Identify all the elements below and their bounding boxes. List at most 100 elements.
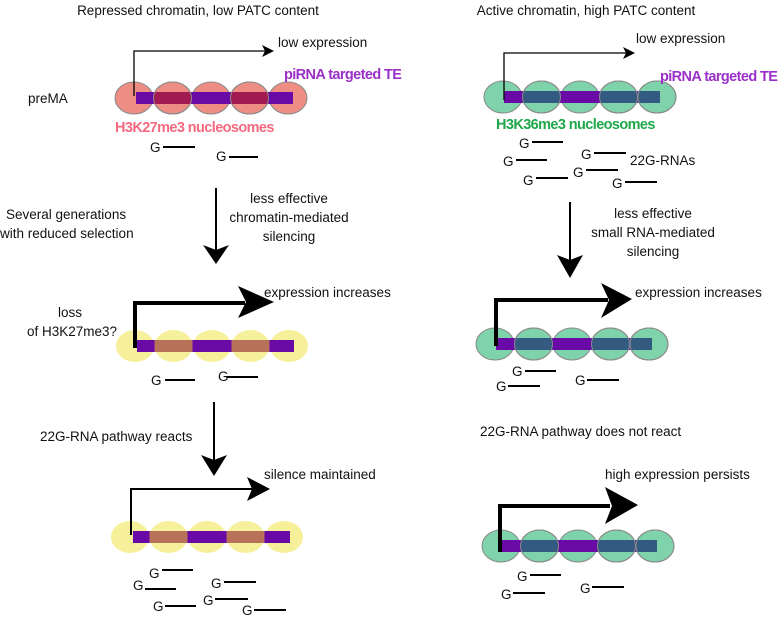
- nucleosome-outline: [520, 529, 559, 563]
- small-rna-g: G: [612, 176, 623, 191]
- nucleosome-outline: [514, 327, 553, 361]
- nucleosome-row: [116, 330, 308, 362]
- transcription-arrow: [133, 45, 274, 96]
- small-rna-g: G: [501, 587, 512, 602]
- arrowhead-icon: [601, 283, 632, 318]
- nucleosome-overlap: [638, 91, 660, 103]
- left-panel-3: silence maintained G G G G G G: [111, 467, 376, 617]
- small-rna-g: G: [512, 364, 523, 379]
- arrowhead-icon: [238, 286, 274, 318]
- down-arrow-icon: [203, 245, 229, 264]
- right-step-2: 22G-RNA pathway does not react: [480, 424, 681, 439]
- down-arrow-icon: [557, 255, 583, 278]
- left-panel-1: preMA low expression piRNA targeted TE H…: [28, 35, 403, 164]
- nucleosome: [111, 521, 149, 553]
- nucleosome-overlap: [231, 340, 270, 352]
- transcription-arrow-bold: [133, 286, 274, 348]
- small-rna-g: G: [242, 603, 253, 617]
- prema-label: preMA: [28, 91, 68, 106]
- small-rna-g: G: [216, 149, 227, 164]
- arrowhead-icon: [605, 487, 638, 524]
- small-rna-g: G: [150, 140, 161, 155]
- small-rna-g: G: [153, 599, 164, 614]
- arrowhead-icon: [247, 477, 270, 501]
- small-rna-group: G G: [150, 140, 258, 164]
- expression-label: low expression: [636, 31, 725, 46]
- nucleosome-outline: [522, 80, 561, 114]
- small-rna-g: G: [151, 373, 162, 388]
- small-rna-g: G: [517, 569, 528, 584]
- step-side-label: with reduced selection: [0, 226, 134, 241]
- nucleosome-overlap: [522, 91, 561, 103]
- nucleosome-overlap: [154, 340, 193, 352]
- nucleosome-row: [483, 80, 677, 114]
- nucleosome-outline: [635, 529, 675, 563]
- step-arrow-label: less effective: [250, 191, 328, 206]
- small-rna-g: G: [503, 154, 514, 169]
- nucleosome-row: [475, 327, 669, 361]
- nucleosome-overlap: [230, 92, 269, 104]
- left-step-2: 22G-RNA pathway reacts: [40, 402, 227, 476]
- nucleosome-outline: [629, 327, 669, 361]
- right-panel-2: expression increases G G G: [475, 283, 762, 394]
- right-step-1: less effective small RNA-mediated silenc…: [557, 202, 715, 278]
- small-rna-g: G: [580, 581, 591, 596]
- nucleosome-overlap: [636, 540, 657, 552]
- nucleosome-row: [111, 521, 303, 553]
- expression-label: low expression: [278, 35, 367, 50]
- expression-label: expression increases: [635, 285, 762, 300]
- expression-label: expression increases: [264, 285, 391, 300]
- nucleosome-row: [481, 529, 675, 563]
- nucleosome-overlap: [153, 92, 192, 104]
- nucleosome-outline: [230, 81, 269, 115]
- small-rna-g: G: [149, 566, 160, 581]
- side-label: of H3K27me3?: [27, 324, 117, 339]
- small-rna-g: G: [581, 147, 592, 162]
- transcription-arrow: [130, 477, 270, 535]
- down-arrow-icon: [201, 455, 227, 476]
- small-rna-g: G: [218, 369, 229, 384]
- small-rna-g: G: [203, 593, 214, 608]
- small-rna-g: G: [211, 576, 222, 591]
- small-rna-g: G: [575, 373, 586, 388]
- nucleosome-label: H3K27me3 nucleosomes: [115, 120, 274, 136]
- nucleosome-overlap: [630, 338, 652, 350]
- small-rna-group: G G G G G G: [133, 566, 286, 617]
- small-rna-group: G G G: [496, 364, 619, 394]
- small-rna-g: G: [519, 136, 530, 151]
- left-step-1: Several generations with reduced selecti…: [0, 188, 349, 264]
- arrowhead-icon: [623, 47, 635, 59]
- side-label: loss: [58, 305, 82, 320]
- small-rna-g: G: [523, 173, 534, 188]
- step-arrow-label: less effective: [614, 206, 692, 221]
- left-title: Repressed chromatin, low PATC content: [77, 3, 319, 18]
- small-rna-g: G: [496, 379, 507, 394]
- transcription-arrow-bold: [498, 487, 638, 552]
- left-panel-2: loss of H3K27me3? expression increases G…: [27, 285, 391, 388]
- nucleosome-outline: [153, 81, 192, 115]
- expression-label: high expression persists: [605, 467, 750, 482]
- nucleosome-overlap: [226, 531, 265, 543]
- nucleosome-overlap: [149, 531, 188, 543]
- step-arrow-label: 22G-RNA pathway reacts: [40, 429, 193, 444]
- nucleosome-overlap: [520, 540, 559, 552]
- transcription-arrow: [503, 47, 635, 100]
- small-rna-group: G G G: [501, 569, 624, 602]
- right-panel-1: low expression piRNA targeted TE H3K36me…: [483, 31, 778, 191]
- nucleosome-overlap: [597, 540, 636, 552]
- nucleosome-overlap: [591, 338, 630, 350]
- step-arrow-label: silencing: [263, 229, 316, 244]
- nucleosome-outline: [637, 80, 677, 114]
- small-rna-g: G: [573, 165, 584, 180]
- expression-label: silence maintained: [264, 467, 376, 482]
- small-rna-label: 22G-RNAs: [630, 153, 696, 168]
- small-rna-group: G G G G G G 22G-RNAs: [503, 136, 696, 191]
- right-title: Active chromatin, high PATC content: [477, 3, 696, 18]
- step-arrow-label: chromatin-mediated: [229, 210, 348, 225]
- step-arrow-label: small RNA-mediated: [591, 225, 715, 240]
- te-label: piRNA targeted TE: [660, 69, 778, 85]
- transcription-arrow-bold: [494, 283, 632, 346]
- nucleosome-overlap: [514, 338, 553, 350]
- right-panel-3: high expression persists G G G: [481, 467, 750, 602]
